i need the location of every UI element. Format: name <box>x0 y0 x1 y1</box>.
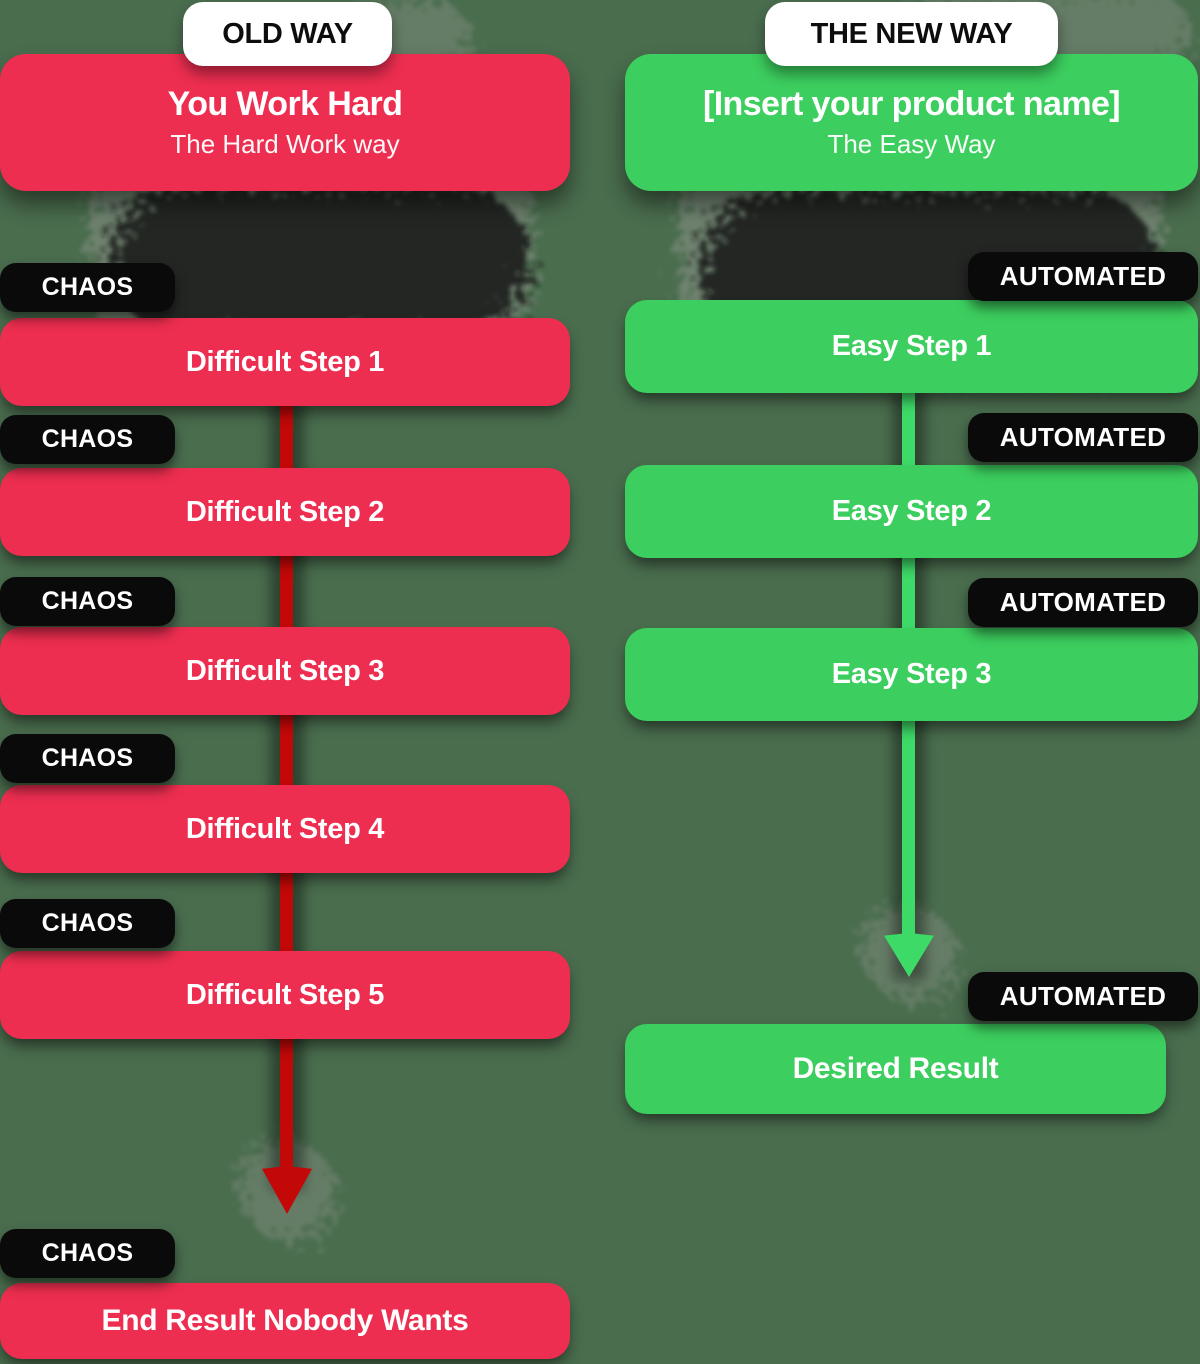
old-step-box-1: Difficult Step 1 <box>0 318 570 406</box>
chaos-badge: CHAOS <box>0 1229 175 1278</box>
old-step-box-2: Difficult Step 2 <box>0 468 570 556</box>
new-step-box-2: Easy Step 2 <box>625 465 1198 558</box>
automated-badge: AUTOMATED <box>968 252 1198 301</box>
old-way-tag: OLD WAY <box>183 2 392 66</box>
new-way-tag: THE NEW WAY <box>765 2 1058 66</box>
chaos-badge: CHAOS <box>0 899 175 948</box>
spray-shadow <box>110 185 530 335</box>
new-way-hero-box: [Insert your product name] The Easy Way <box>625 54 1198 191</box>
old-way-hero-box: You Work Hard The Hard Work way <box>0 54 570 191</box>
automated-badge: AUTOMATED <box>968 413 1198 462</box>
new-step-box-3: Easy Step 3 <box>625 628 1198 721</box>
new-step-box-1: Easy Step 1 <box>625 300 1198 393</box>
old-step-box-5: Difficult Step 5 <box>0 951 570 1039</box>
new-way-result-box: Desired Result <box>625 1024 1166 1114</box>
old-step-box-3: Difficult Step 3 <box>0 627 570 715</box>
chaos-badge: CHAOS <box>0 577 175 626</box>
chaos-badge: CHAOS <box>0 415 175 464</box>
old-step-box-4: Difficult Step 4 <box>0 785 570 873</box>
new-way-hero-subtitle: The Easy Way <box>827 128 996 159</box>
old-way-hero-title: You Work Hard <box>167 85 403 124</box>
chaos-badge: CHAOS <box>0 263 175 312</box>
old-way-hero-subtitle: The Hard Work way <box>170 128 400 159</box>
automated-badge: AUTOMATED <box>968 972 1198 1021</box>
automated-badge: AUTOMATED <box>968 578 1198 627</box>
chaos-badge: CHAOS <box>0 734 175 783</box>
new-way-hero-title: [Insert your product name] <box>702 85 1121 124</box>
old-way-result-box: End Result Nobody Wants <box>0 1283 570 1359</box>
